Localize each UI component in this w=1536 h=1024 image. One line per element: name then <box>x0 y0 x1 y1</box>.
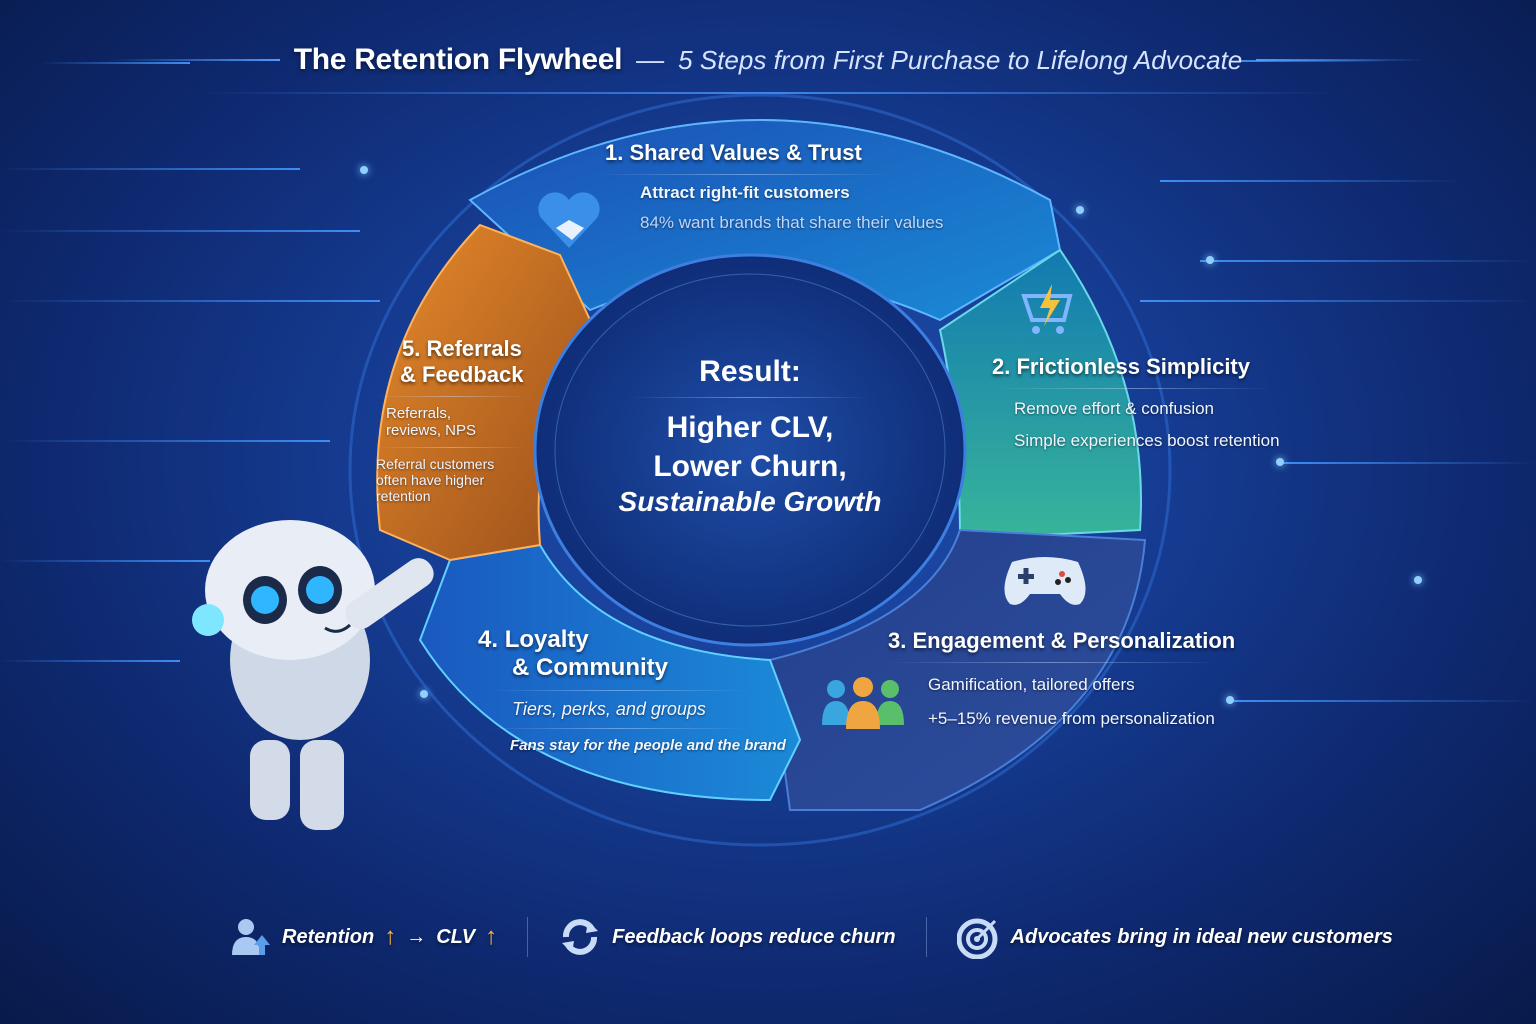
step-line-1b: reviews, NPS <box>386 422 477 439</box>
step-title-line-2: & Community <box>512 654 668 681</box>
footer-item-advocates: Advocates bring in ideal new customers <box>956 915 1393 959</box>
step-title: Engagement & Personalization <box>912 628 1236 653</box>
step-number: 3. <box>888 628 907 653</box>
footer-item-retention: Retention ↑ → CLV ↑ <box>230 917 497 957</box>
step-line-1: Gamification, tailored offers <box>928 675 1135 694</box>
result-line-1: Higher CLV, <box>666 411 834 444</box>
step-number: 1. <box>605 140 624 165</box>
step-line-2c: retention <box>376 488 431 504</box>
footer: Retention ↑ → CLV ↑ Feedback loops reduc… <box>230 912 1393 962</box>
step-title: Frictionless Simplicity <box>1016 354 1250 379</box>
arrow-up-icon: ↑ <box>384 923 397 950</box>
step-line-2a: Referral customers <box>376 456 495 472</box>
footer-retention-label: Retention <box>282 925 375 948</box>
footer-divider <box>527 917 529 957</box>
step-line-2: Simple experiences boost retention <box>1014 431 1280 450</box>
step-title: Shared Values & Trust <box>629 140 862 165</box>
step-line-1: Attract right-fit customers <box>640 183 850 202</box>
step-2: 2. Frictionless Simplicity Remove effort… <box>992 354 1312 451</box>
title-decor-left <box>109 59 280 61</box>
step-title-line-1: Referrals <box>426 336 522 361</box>
result-line-3: Sustainable Growth <box>618 486 882 517</box>
divider <box>992 388 1272 389</box>
step-1: 1. Shared Values & Trust Attract right-f… <box>595 140 1025 233</box>
footer-divider <box>925 917 927 957</box>
divider <box>630 397 870 398</box>
footer-item-feedback: Feedback loops reduce churn <box>558 917 896 957</box>
step-number: 2. <box>992 354 1011 379</box>
center-result: Result: Higher CLV, Lower Churn, Sustain… <box>560 355 940 518</box>
divider <box>888 662 1218 663</box>
step-line-2: +5–15% revenue from personalization <box>928 709 1215 728</box>
page-title: The Retention Flywheel <box>293 43 623 76</box>
divider <box>595 174 895 175</box>
target-icon <box>956 918 998 959</box>
cart-lightning-icon <box>1021 284 1073 334</box>
footer-feedback-text: Feedback loops reduce churn <box>612 925 896 948</box>
footer-advocates-text: Advocates bring in ideal new customers <box>1010 925 1393 948</box>
step-line-2b: often have higher <box>376 472 485 488</box>
step-line-1: Remove effort & confusion <box>1014 399 1215 418</box>
title-decor-right <box>1256 59 1427 61</box>
divider <box>488 690 748 691</box>
footer-arrow: → <box>406 925 427 948</box>
step-line-1a: Referrals, <box>386 405 452 422</box>
step-line-1: Tiers, perks, and groups <box>512 699 706 719</box>
divider <box>376 447 526 448</box>
step-line-2: 84% want brands that share their values <box>640 213 944 232</box>
result-line-2: Lower Churn, <box>653 450 847 483</box>
title-underline <box>200 92 1336 94</box>
step-number: 4. <box>478 626 499 653</box>
step-title-line-2: & Feedback <box>400 362 524 387</box>
gamepad-icon <box>1004 557 1086 605</box>
arrow-up-icon: ↑ <box>485 923 498 950</box>
title-separator: — <box>636 44 665 75</box>
heart-handshake-icon <box>538 192 600 248</box>
step-number: 5. <box>402 336 421 361</box>
refresh-cycle-icon <box>562 919 599 955</box>
step-line-2: Fans stay for the people and the brand <box>510 737 786 754</box>
divider <box>488 728 748 729</box>
robot-mascot <box>192 520 434 830</box>
segment-4 <box>418 543 802 802</box>
people-group-icon <box>822 677 904 729</box>
page-subtitle: 5 Steps from First Purchase to Lifelong … <box>678 44 1243 75</box>
step-5: 5. Referrals & Feedback Referrals, revie… <box>376 336 536 504</box>
header: The Retention Flywheel — 5 Steps from Fi… <box>0 30 1536 90</box>
result-label: Result: <box>699 355 801 388</box>
divider <box>376 396 526 397</box>
step-title-line-1: Loyalty <box>504 626 589 653</box>
segment-3 <box>768 528 1147 811</box>
step-3: 3. Engagement & Personalization Gamifica… <box>888 628 1268 729</box>
user-up-icon <box>232 919 270 955</box>
footer-clv-label: CLV <box>436 925 476 948</box>
step-4: 4. Loyalty & Community Tiers, perks, and… <box>478 626 798 754</box>
